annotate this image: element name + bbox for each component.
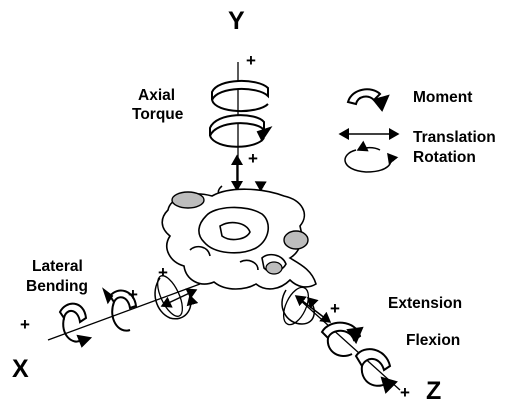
y-plus-top: +: [246, 52, 256, 69]
x-axis-label: X: [12, 356, 29, 382]
legend-moment-label: Moment: [413, 90, 472, 106]
x-plus-bending: +: [128, 286, 138, 303]
rotation-legend-icon: [345, 148, 391, 172]
y-plus-translation: +: [248, 150, 258, 167]
x-plus-moment: +: [20, 316, 30, 333]
moment-legend-icon: [348, 89, 388, 110]
facet-left-shading: [172, 192, 204, 208]
facet-right-shading: [284, 231, 308, 249]
legend-rotation-label: Rotation: [413, 150, 476, 166]
z-plus-translation: +: [330, 300, 340, 317]
legend-translation-label: Translation: [413, 130, 496, 146]
lateral-label-line1: Lateral: [32, 259, 83, 275]
lateral-label-line2: Bending: [26, 279, 88, 295]
extension-label: Extension: [388, 296, 462, 312]
x-plus-translation: +: [158, 264, 168, 281]
z-axis-label: Z: [426, 378, 441, 404]
extension-flexion-moment-icon: [322, 323, 396, 392]
facet-lower-shading: [266, 262, 282, 274]
lateral-bending-moment-icon: [60, 290, 136, 346]
axial-label-line2: Torque: [132, 107, 183, 123]
z-plus-moment: +: [400, 384, 410, 401]
z-axis-line: [300, 300, 400, 390]
axial-label-line1: Axial: [138, 88, 175, 104]
flexion-label: Flexion: [406, 333, 460, 349]
y-axis-label: Y: [228, 8, 245, 34]
axial-torque-moment-icon: [210, 81, 270, 147]
